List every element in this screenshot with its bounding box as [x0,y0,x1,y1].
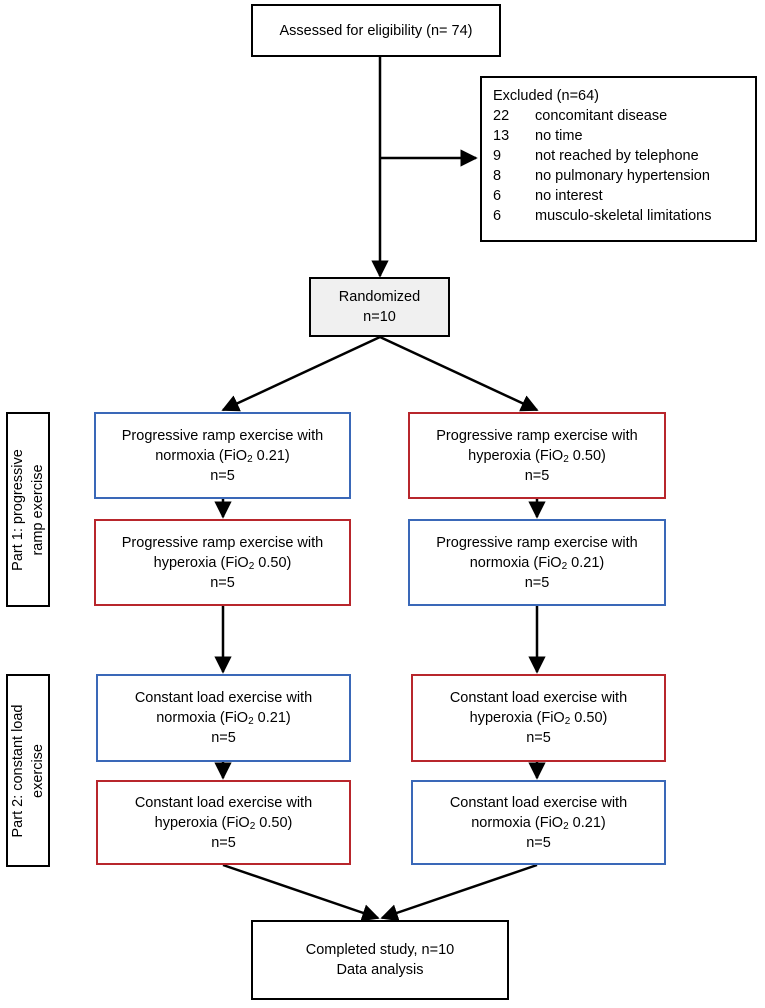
completed-box: Completed study, n=10 Data analysis [251,920,509,1000]
condition-text: hyperoxia (FiO [154,814,250,831]
excluded-reason: concomitant disease [535,108,668,124]
excluded-item: 9 not reached by telephone [493,146,755,166]
excluded-reason: musculo-skeletal limitations [535,208,712,224]
part1-label-line2: ramp exercise [30,463,46,556]
ramp-hyperoxia-box-left: Progressive ramp exercise with hyperoxia… [94,519,351,606]
condition-text: hyperoxia (FiO [469,710,565,726]
constant-hyperoxia-box-left: Constant load exercise with hyperoxia (F… [96,780,351,865]
excluded-count: 22 [493,108,510,124]
excluded-reason: no interest [535,188,603,204]
condition-value: 0.21) [567,554,605,571]
constant-normoxia-box-right: Constant load exercise with normoxia (Fi… [411,780,666,865]
excluded-count: 6 [493,208,502,224]
condition-value: 0.50) [570,710,608,726]
arrow-right-to-completed [380,863,538,922]
excluded-reason: no pulmonary hypertension [535,168,710,184]
condition-value: 0.21) [252,447,290,464]
excluded-count: 9 [493,148,502,164]
box-condition: normoxia (FiO2 0.21) [156,708,291,728]
condition-text: normoxia (FiO [469,554,562,571]
box-condition: hyperoxia (FiO2 0.50) [470,708,608,728]
excluded-count: 6 [493,188,502,204]
part1-label: Part 1: progressive ramp exercise [8,449,48,571]
subscript: 2 [563,820,569,832]
completed-analysis: Data analysis [336,962,424,978]
box-title: Constant load exercise with [134,794,313,811]
condition-text: hyperoxia (FiO [153,554,249,571]
randomized-box: Randomized n=10 [309,277,450,337]
condition-value: 0.50) [568,447,606,464]
part1-label-box: Part 1: progressive ramp exercise [6,412,50,607]
box-title: Constant load exercise with [134,690,313,706]
condition-text: hyperoxia (FiO [468,447,564,464]
ramp-hyperoxia-box-right: Progressive ramp exercise with hyperoxia… [408,412,666,499]
excluded-count: 13 [493,128,510,144]
box-condition: hyperoxia (FiO2 0.50) [154,553,292,573]
part2-label-box: Part 2: constant load exercise [6,674,50,867]
excluded-item: 6 musculo-skeletal limitations [493,206,755,226]
box-count: n=5 [526,730,551,746]
arrow-randomized-to-right [379,335,539,412]
excluded-item: 6 no interest [493,186,755,206]
condition-value: 0.50) [255,814,293,831]
box-count: n=5 [526,834,551,851]
subscript: 2 [563,453,569,465]
ramp-normoxia-box-left: Progressive ramp exercise with normoxia … [94,412,351,499]
box-condition: hyperoxia (FiO2 0.50) [468,446,606,466]
box-title: Progressive ramp exercise with [121,427,324,444]
box-title: Constant load exercise with [449,794,628,811]
part1-label-line1: Part 1: progressive [10,448,26,571]
ramp-normoxia-box-right: Progressive ramp exercise with normoxia … [408,519,666,606]
assessed-box: Assessed for eligibility (n= 74) [251,4,501,57]
randomized-label: Randomized [338,289,421,305]
box-condition: normoxia (FiO2 0.21) [470,553,605,573]
box-count: n=5 [524,467,550,484]
box-condition: normoxia (FiO2 0.21) [471,813,606,833]
excluded-box: Excluded (n=64) 22 concomitant disease 1… [480,76,757,242]
subscript: 2 [248,716,254,727]
condition-text: normoxia (FiO [156,710,249,726]
condition-text: normoxia (FiO [471,814,564,831]
arrow-randomized-to-left [221,335,381,412]
condition-text: normoxia (FiO [155,447,248,464]
excluded-item: 13 no time [493,126,755,146]
box-title: Progressive ramp exercise with [121,534,324,551]
excluded-reason: no time [535,128,583,144]
assessed-text: Assessed for eligibility (n= 74) [279,22,473,39]
excluded-reason: not reached by telephone [535,148,699,164]
condition-value: 0.50) [254,554,292,571]
part2-label-line2: exercise [30,743,46,798]
randomized-count: n=10 [363,309,396,325]
box-condition: hyperoxia (FiO2 0.50) [155,813,293,833]
box-count: n=5 [210,574,235,591]
box-count: n=5 [211,730,236,746]
condition-value: 0.21) [568,814,606,831]
excluded-count: 8 [493,168,502,184]
excluded-title: Excluded (n=64) [493,88,599,104]
box-title: Progressive ramp exercise with [436,534,638,551]
box-count: n=5 [211,834,236,851]
constant-normoxia-box-left: Constant load exercise with normoxia (Fi… [96,674,351,762]
part2-label: Part 2: constant load exercise [8,704,48,837]
excluded-item: 22 concomitant disease [493,106,755,126]
condition-value: 0.21) [253,710,291,726]
excluded-item: 8 no pulmonary hypertension [493,166,755,186]
box-title: Constant load exercise with [449,690,628,706]
subscript: 2 [561,560,568,572]
subscript: 2 [247,453,253,465]
box-title: Progressive ramp exercise with [436,427,638,444]
box-condition: normoxia (FiO2 0.21) [155,446,290,466]
subscript: 2 [564,716,571,727]
arrow-left-to-completed [222,863,380,922]
constant-hyperoxia-box-right: Constant load exercise with hyperoxia (F… [411,674,666,762]
box-count: n=5 [524,574,550,591]
box-count: n=5 [210,467,235,484]
subscript: 2 [249,820,256,832]
part2-label-line1: Part 2: constant load [10,704,26,837]
subscript: 2 [248,560,255,572]
completed-count: Completed study, n=10 [305,942,455,958]
